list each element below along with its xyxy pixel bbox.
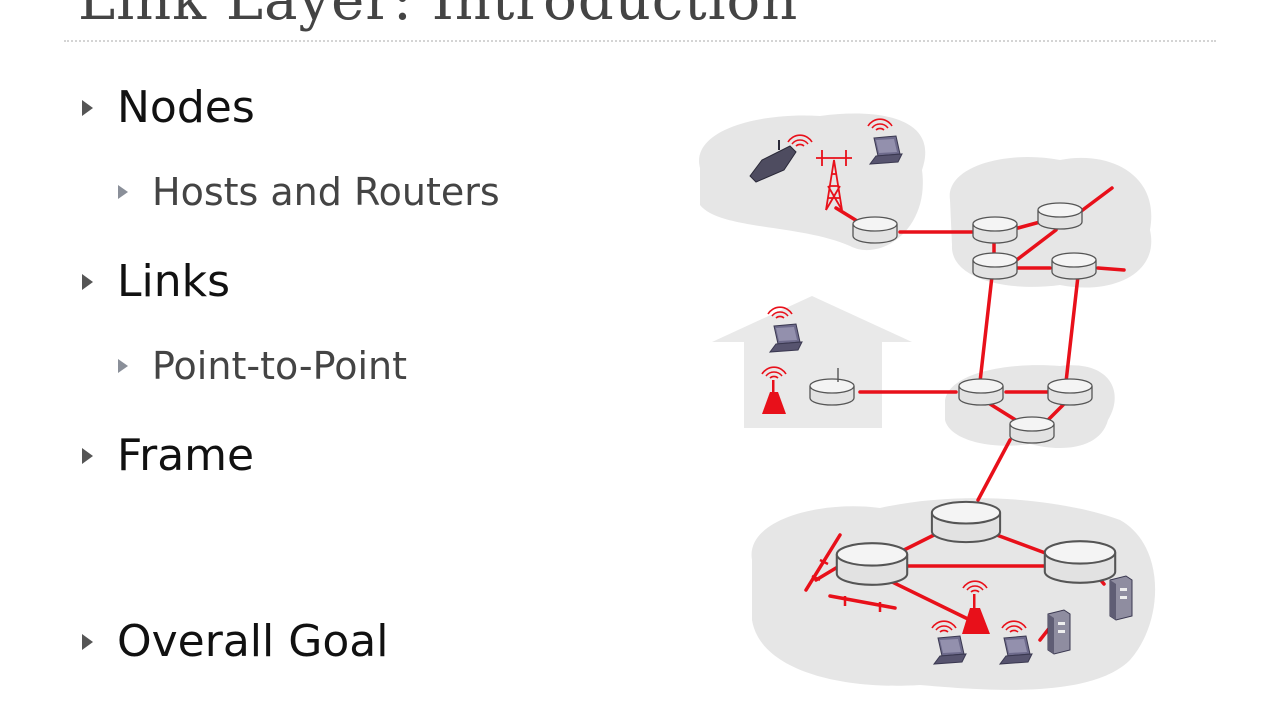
router-icon: [1047, 378, 1093, 406]
bullet-text: Hosts and Routers: [152, 170, 500, 214]
bullet-text: Overall Goal: [117, 616, 389, 667]
cell-tower-icon: [816, 150, 852, 211]
house-icon: [712, 296, 912, 428]
bullet-text: Frame: [117, 430, 255, 481]
slide-title: Link Layer: Introduction: [78, 0, 799, 33]
router-icon: [930, 500, 1002, 544]
bullet-text: Nodes: [117, 82, 255, 133]
router-icon: [1051, 252, 1097, 280]
router-icon: [1009, 416, 1055, 444]
network-diagram: [699, 113, 1156, 690]
bullet-frame: Frame: [82, 430, 254, 481]
bullet-overall-goal: Overall Goal: [82, 616, 388, 667]
server-icon: [1047, 609, 1071, 655]
router-icon: [852, 216, 898, 244]
wireless-access-point-icon: [761, 366, 787, 414]
mobile-network-cloud: [699, 113, 926, 251]
bullet-triangle-icon: [82, 99, 93, 116]
bullet-triangle-icon: [82, 273, 93, 290]
bullet-text: Point-to-Point: [152, 344, 407, 388]
title-divider: [64, 40, 1216, 42]
bullet-nodes: Nodes: [82, 82, 255, 133]
bullet-triangle-icon: [82, 447, 93, 464]
bullet-point-to-point: Point-to-Point: [118, 344, 407, 388]
router-icon: [809, 378, 855, 406]
bullet-links: Links: [82, 256, 230, 307]
router-icon: [972, 216, 1018, 244]
cellphone-icon: [749, 134, 813, 183]
router-icon: [835, 542, 909, 586]
router-icon: [1043, 540, 1117, 584]
router-icon: [972, 252, 1018, 280]
server-icon: [1109, 575, 1133, 621]
router-icon: [958, 378, 1004, 406]
bullet-triangle-icon: [118, 359, 128, 373]
bullet-text: Links: [117, 256, 231, 307]
bullet-triangle-icon: [118, 185, 128, 199]
bullet-triangle-icon: [82, 633, 93, 650]
router-icon: [1037, 202, 1083, 230]
bullet-hosts-and-routers: Hosts and Routers: [118, 170, 500, 214]
wireless-access-point-icon: [962, 580, 990, 634]
